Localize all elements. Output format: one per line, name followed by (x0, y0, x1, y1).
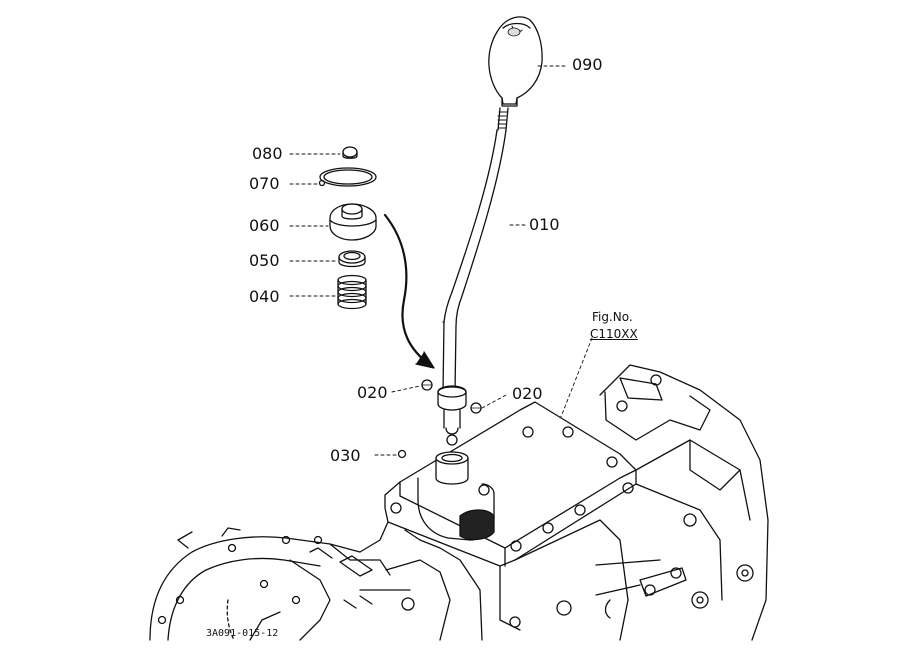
fig-number-code: C110XX (590, 327, 638, 341)
shift-lever (442, 129, 507, 393)
drawing-code: 3A091-015-12 (206, 628, 279, 639)
callout-050: 050 (249, 251, 280, 270)
gear-knob (488, 16, 543, 107)
assembly-arrow (383, 213, 435, 369)
callout-040: 040 (249, 287, 280, 306)
fig-number-label: Fig.No. (592, 310, 633, 324)
lever-thread (497, 107, 509, 131)
callout-030: 030 (330, 446, 361, 465)
parts-stack (318, 146, 377, 310)
callout-070: 070 (249, 174, 280, 193)
callout-090: 090 (572, 55, 603, 74)
callout-010: 010 (529, 215, 560, 234)
transmission-housing (149, 364, 769, 641)
callout-020-right: 020 (512, 384, 543, 403)
callout-080: 080 (252, 144, 283, 163)
lever-pivot (397, 379, 482, 459)
callout-060: 060 (249, 216, 280, 235)
leader-lines (289, 65, 593, 471)
callout-020-left: 020 (357, 383, 388, 402)
